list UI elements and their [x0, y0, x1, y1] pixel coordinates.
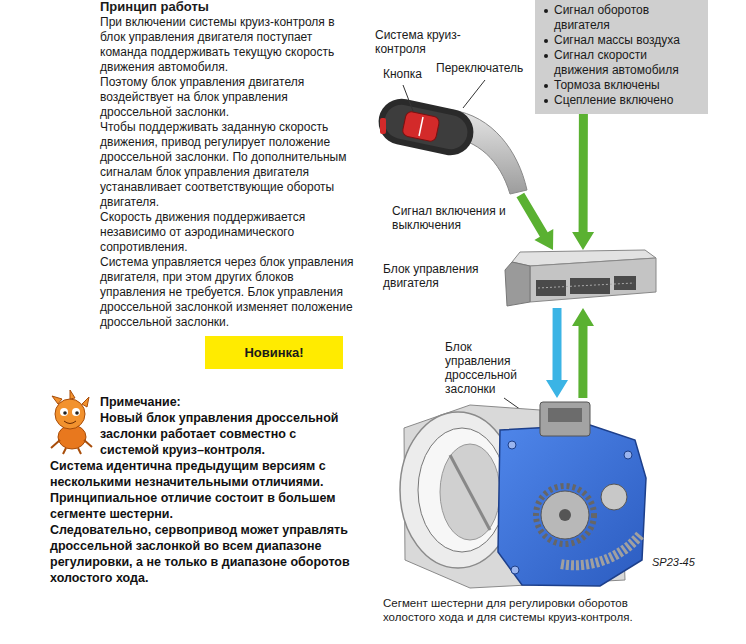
part-label: Блок управления дроссельной заслонки — [445, 340, 529, 396]
ecu-drawing-part — [538, 283, 634, 288]
body-paragraph: Поэтому блок управления двигателя воздей… — [100, 75, 355, 120]
label-wrap: Сегмент шестерни для регулировки оборото… — [383, 596, 655, 624]
signal-arrow — [572, 114, 594, 250]
bullet-dot — [544, 54, 548, 58]
throttle-body-drawing-part — [511, 566, 519, 574]
signal-item: Сигнал массы воздуха — [543, 33, 702, 48]
note-paragraph: Новый блок управления дроссельной заслон… — [100, 410, 355, 458]
bullet-dot — [544, 84, 548, 88]
throttle-body-drawing-part — [541, 491, 589, 539]
part-name: Переключатель — [436, 61, 534, 75]
ecu-drawing-part — [536, 280, 566, 296]
signal-item: Сигнал скорости движения автомобиля — [543, 48, 702, 78]
body-paragraph: Чтобы поддерживать заданную скорость дви… — [100, 120, 355, 210]
bullet-dot — [544, 9, 548, 13]
signal-arrow — [572, 308, 594, 398]
note-paragraph: Система идентична предыдущим версиям с н… — [50, 458, 355, 490]
leader-lines-part — [463, 80, 485, 108]
ecu-drawing-part — [530, 258, 656, 302]
signal-item: Сцепление включено — [543, 93, 702, 108]
throttle-body-drawing-part — [548, 408, 582, 422]
stalk-drawing-part — [419, 117, 423, 136]
mascot-figure-part — [64, 421, 76, 424]
mascot-figure-part — [55, 399, 85, 429]
throttle-body-drawing-part — [601, 484, 627, 510]
text-column: При включении системы круиз-контроля в б… — [100, 15, 355, 330]
part-label: Блок управления двигателя — [383, 262, 495, 290]
bullet-dot — [544, 39, 548, 43]
mascot-figure-part — [52, 390, 89, 407]
ecu-drawing — [505, 250, 656, 306]
ecu-drawing-part — [570, 278, 610, 294]
body-paragraph: Скорость движения поддерживается независ… — [100, 210, 355, 255]
edge-label-wrap: Сигнал включения и выключения — [392, 204, 522, 232]
figure-number: SP23-45 — [652, 556, 712, 569]
leader-lines-part — [403, 85, 413, 111]
node-label-wrap: Блок управления двигателя — [383, 262, 495, 290]
ecu-drawing-part — [614, 276, 636, 290]
stalk-drawing-part — [403, 148, 418, 158]
note-paragraph: Следовательно, сервопривод может управля… — [50, 522, 355, 586]
stalk-drawing-part — [381, 102, 470, 153]
throttle-body-drawing-part — [450, 455, 490, 530]
throttle-body-drawing-part — [540, 402, 590, 436]
stalk-drawing — [374, 95, 527, 194]
throttle-body-drawing-part — [624, 451, 632, 459]
signal-item: Сигнал оборотов двигателя — [543, 3, 702, 33]
engine-control-unit: Блок управления двигателя — [505, 250, 655, 308]
note-column: Примечание:Новый блок управления дроссел… — [50, 394, 355, 586]
throttle-control-unit: Блок управления дроссельной заслонки — [395, 398, 690, 593]
node-label-wrap: Система круиз-контроля — [375, 28, 475, 56]
ecu-drawing-part — [505, 262, 530, 306]
new-badge: Новинка! — [205, 336, 343, 369]
throttle-body-drawing — [400, 402, 646, 588]
throttle-body-drawing-part — [536, 486, 594, 544]
stalk-drawing-part — [374, 95, 477, 160]
mascot-figure-part — [60, 408, 68, 416]
signal-list-box: Сигнал оборотов двигателяСигнал массы во… — [535, 0, 708, 114]
mascot-figure — [51, 390, 92, 454]
throttle-body-drawing-part — [418, 428, 506, 552]
label-wrap: SP23-45 — [652, 556, 712, 569]
body-paragraph: При включении системы круиз-контроля в б… — [100, 15, 355, 75]
note-paragraph: Примечание: — [100, 394, 355, 410]
mascot-figure-part — [75, 411, 79, 415]
stalk-drawing-part — [380, 118, 386, 134]
label-wrap: Кнопка — [383, 67, 443, 81]
throttle-body-drawing-part — [508, 441, 516, 449]
part-name: Кнопка — [383, 67, 443, 81]
signal-item: Тормоза включены — [543, 78, 702, 93]
cruise-control-stalk: Система круиз-контроля — [375, 90, 528, 195]
title-wrap: Принцип работы — [100, 0, 360, 14]
throttle-body-drawing-part — [559, 509, 571, 521]
label-wrap: Переключатель — [436, 61, 534, 75]
callout-caption: Сегмент шестерни для регулировки оборото… — [383, 596, 655, 624]
note-paragraph: Принципиальное отличие состоит в большем… — [50, 490, 355, 522]
signal-arrow — [546, 308, 568, 398]
mascot-figure-part — [63, 411, 67, 415]
badge-text: Новинка! — [244, 345, 303, 361]
signal-arrow — [517, 193, 554, 250]
throttle-body-drawing-part — [498, 425, 646, 586]
mascot-figure-part — [51, 440, 92, 454]
part-label: Система круиз-контроля — [375, 28, 475, 56]
bullet-dot — [544, 99, 548, 103]
stalk-drawing-part — [402, 111, 440, 143]
section-heading: Принцип работы — [100, 0, 360, 14]
throttle-body-drawing-part — [440, 444, 500, 540]
signal-label: Сигнал включения и выключения — [392, 204, 522, 232]
throttle-body-drawing-part — [560, 535, 640, 565]
body-paragraph: Система управляется через блок управлени… — [100, 255, 355, 330]
node-label-wrap: Блок управления дроссельной заслонки — [445, 340, 529, 396]
mascot-figure-part — [72, 408, 80, 416]
